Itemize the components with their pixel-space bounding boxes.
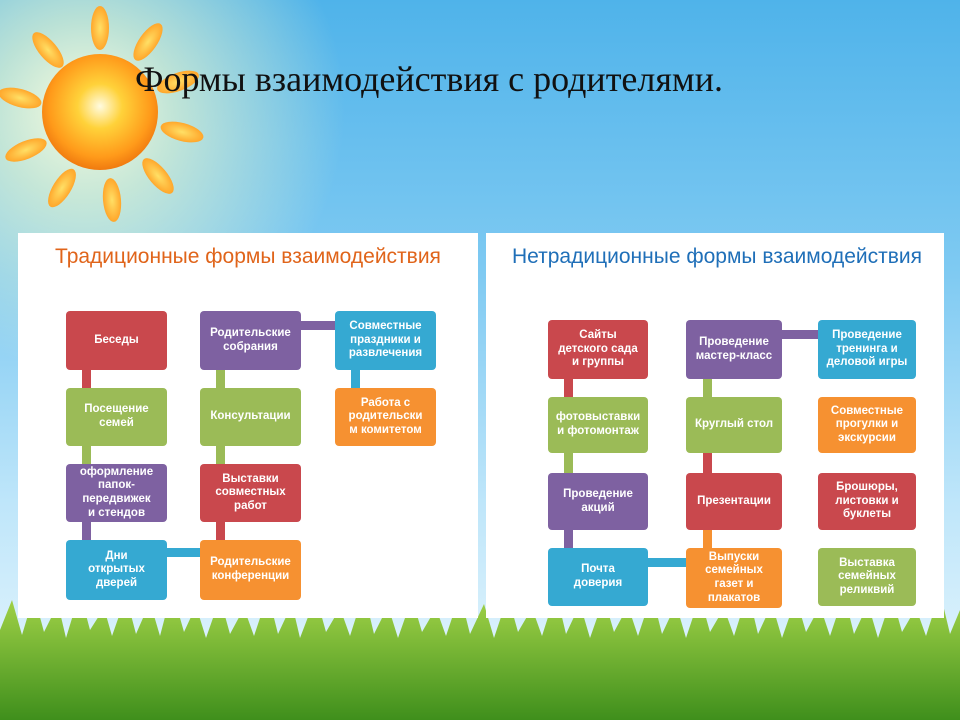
flow-node: Родительские конференции xyxy=(200,540,301,600)
flow-node: Сайты детского сада и группы xyxy=(548,320,648,379)
connector xyxy=(82,370,91,388)
flow-node: Проведение мастер-класс xyxy=(686,320,782,379)
page-title: Формы взаимодействия с родителями. xyxy=(135,59,723,99)
connector xyxy=(781,330,823,339)
flow-node: Беседы xyxy=(66,311,167,370)
grass-illustration xyxy=(0,590,960,720)
flow-node: Брошюры, листовки и буклеты xyxy=(818,473,916,530)
flow-node: Круглый стол xyxy=(686,397,782,453)
flow-node: Выставки совместных работ xyxy=(200,464,301,522)
connector xyxy=(167,548,203,557)
flow-node: Презентации xyxy=(686,473,782,530)
connector xyxy=(703,379,712,397)
connector xyxy=(564,530,573,548)
connector xyxy=(351,370,360,388)
connector xyxy=(648,558,686,567)
flow-node: Посещение семей xyxy=(66,388,167,446)
flow-node: Совместные праздники и развлечения xyxy=(335,311,436,370)
flow-node: Проведение акций xyxy=(548,473,648,530)
flow-node: Выпуски семейных газет и плакатов xyxy=(686,548,782,608)
sun-illustration xyxy=(0,6,204,222)
flow-node: фотовыставки и фотомонтаж xyxy=(548,397,648,453)
connector xyxy=(564,453,573,473)
traditional-forms-panel: Традиционные формы взаимодействия Беседы… xyxy=(18,233,478,618)
connector xyxy=(82,446,91,464)
connector xyxy=(216,522,225,540)
flow-node: Родительские собрания xyxy=(200,311,301,370)
connector xyxy=(216,446,225,464)
nontraditional-forms-heading: Нетрадиционные формы взаимодействия xyxy=(511,245,922,268)
flow-node: Работа с родительски м комитетом xyxy=(335,388,436,446)
connector xyxy=(703,530,712,548)
traditional-forms-heading: Традиционные формы взаимодействия xyxy=(55,245,441,268)
flow-node: Дни открытых дверей xyxy=(66,540,167,600)
connector xyxy=(564,379,573,397)
flow-node: Совместные прогулки и экскурсии xyxy=(818,397,916,453)
connector xyxy=(301,321,337,330)
flow-node: оформление папок- передвижек и стендов xyxy=(66,464,167,522)
flow-node: Почта доверия xyxy=(548,548,648,606)
flow-node: Проведение тренинга и деловой игры xyxy=(818,320,916,379)
flow-node: Выставка семейных реликвий xyxy=(818,548,916,606)
flow-node: Консультации xyxy=(200,388,301,446)
connector xyxy=(703,453,712,473)
connector xyxy=(82,522,91,540)
connector xyxy=(216,370,225,388)
nontraditional-forms-panel: Нетрадиционные формы взаимодействия Сайт… xyxy=(486,233,944,618)
